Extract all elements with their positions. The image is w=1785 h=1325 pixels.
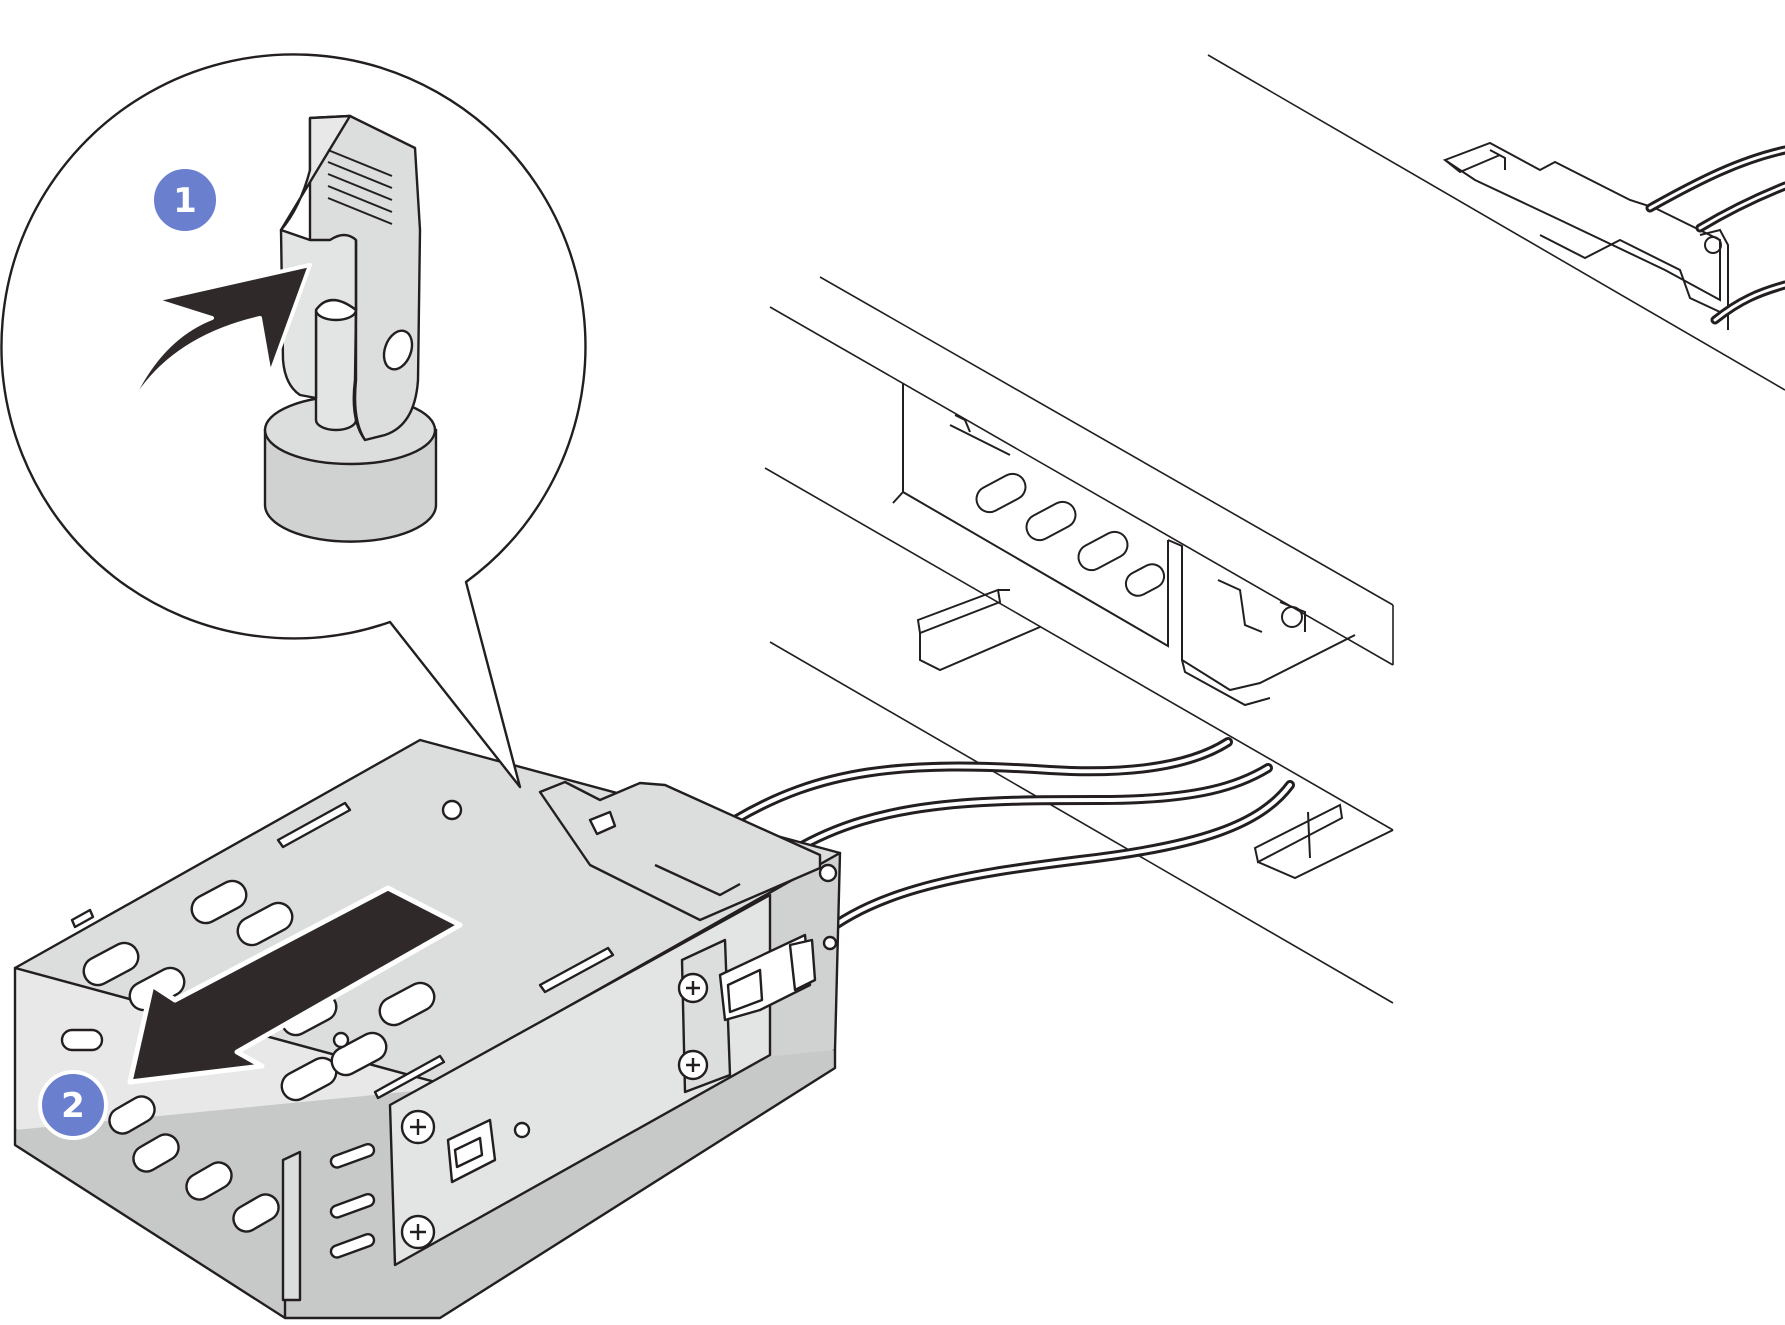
latch-base — [263, 394, 438, 543]
installed-cage-top-right — [1442, 141, 1785, 330]
step-2-badge: 2 — [38, 1070, 108, 1140]
cage-front-vents — [60, 1028, 376, 1259]
lever-grip-lines — [327, 149, 393, 225]
step-2-number: 2 — [61, 1086, 85, 1126]
step-1-number: 1 — [173, 181, 197, 221]
chassis-bracket-right — [1253, 803, 1394, 880]
zoom-callout — [0, 53, 587, 789]
bay-slots — [975, 472, 1166, 597]
server-chassis — [764, 54, 1785, 1004]
rotate-up-arrow — [102, 263, 312, 532]
power-connector — [446, 933, 817, 1184]
signal-cables — [730, 737, 1295, 960]
empty-drive-bay — [892, 383, 1356, 707]
step-1-badge: 1 — [150, 165, 220, 235]
screw-icon — [400, 972, 709, 1250]
latch-stem — [314, 298, 358, 432]
chassis-bracket-left — [916, 588, 1041, 672]
slide-out-arrow — [127, 885, 463, 1085]
cage-side-plate — [388, 893, 772, 1267]
latch-lever-icon — [279, 114, 422, 442]
drive-cage — [13, 738, 842, 1320]
cage-front-flange — [281, 1150, 302, 1302]
